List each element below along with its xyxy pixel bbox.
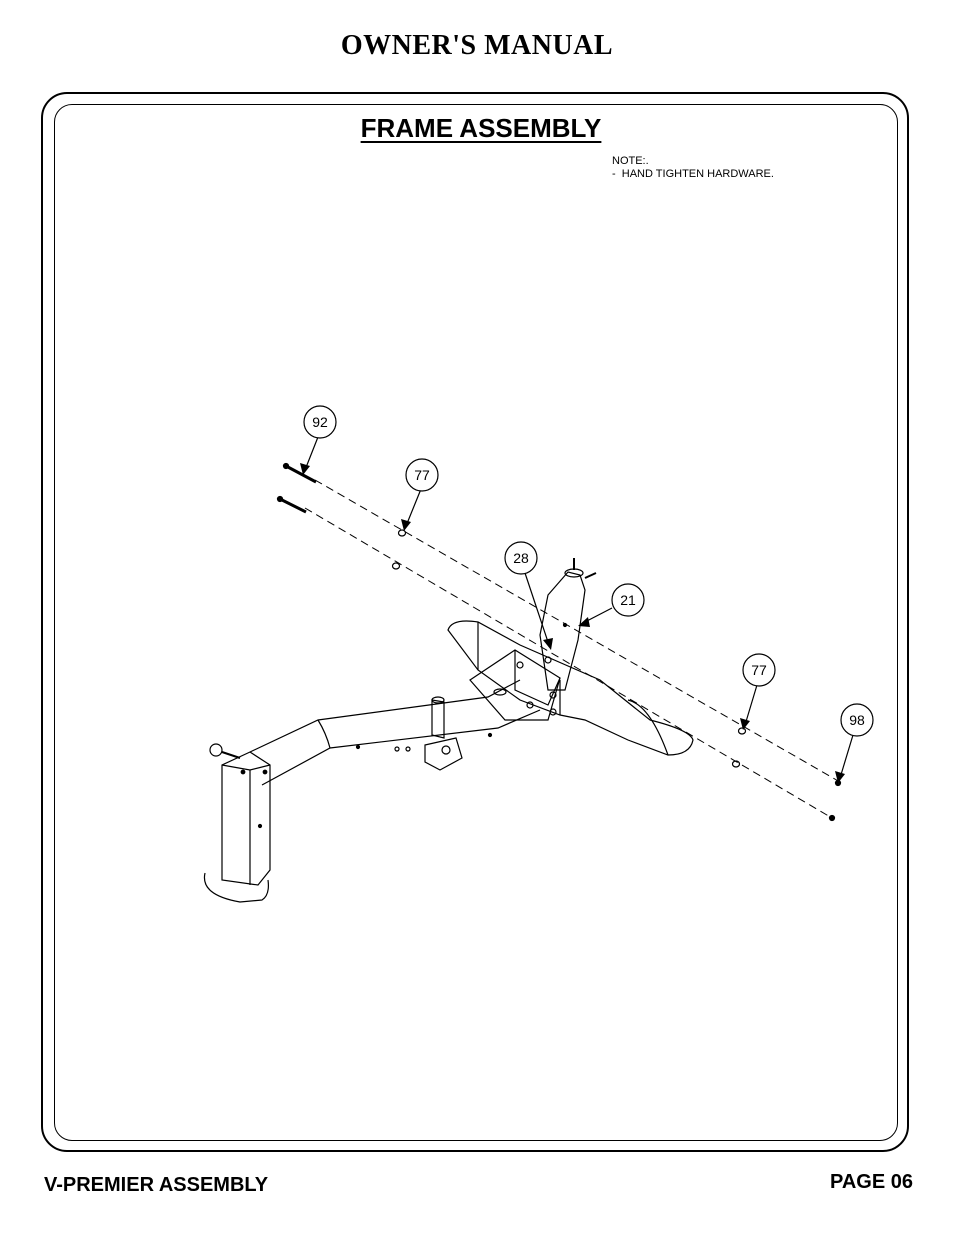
washer-icon	[737, 727, 747, 735]
main-frame-tube	[249, 679, 541, 786]
manual-title: OWNER'S MANUAL	[340, 30, 614, 61]
footer-assembly-name: V-PREMIER ASSEMBLY	[44, 1174, 269, 1196]
page-outer-border	[41, 92, 909, 1152]
callout-98	[840, 703, 874, 737]
bolt-axis-lines	[304, 479, 841, 819]
callout-77-lower	[742, 653, 776, 687]
footer-page-number: PAGE 06	[830, 1171, 913, 1193]
section-title: FRAME ASSEMBLY	[360, 113, 602, 143]
mid-bracket	[424, 737, 463, 771]
weight-horn-middle	[431, 696, 445, 739]
callout-92-label: 92	[312, 414, 328, 430]
callout-28	[504, 541, 538, 575]
callout-98-label: 98	[849, 712, 865, 728]
washer-icon	[731, 760, 741, 768]
callout-21	[611, 583, 645, 617]
page-inner-border	[54, 104, 898, 1141]
assembly-note: NOTE:. - HAND TIGHTEN HARDWARE.	[612, 155, 774, 180]
callout-92	[303, 405, 337, 439]
washer-icon	[397, 529, 407, 537]
callout-77-upper	[405, 458, 439, 492]
seat-post	[539, 558, 597, 691]
bolt-lower-icon	[276, 495, 307, 514]
center-plates	[469, 649, 561, 721]
callout-28-label: 28	[513, 550, 529, 566]
washer-icon	[391, 562, 401, 570]
bolt-92-icon	[282, 462, 317, 484]
left-upright	[203, 743, 271, 903]
callout-77-upper-label: 77	[414, 467, 430, 483]
rear-cross-member	[447, 620, 694, 756]
callout-77-lower-label: 77	[751, 662, 767, 678]
nut-icon	[828, 814, 836, 822]
callout-21-label: 21	[620, 592, 636, 608]
